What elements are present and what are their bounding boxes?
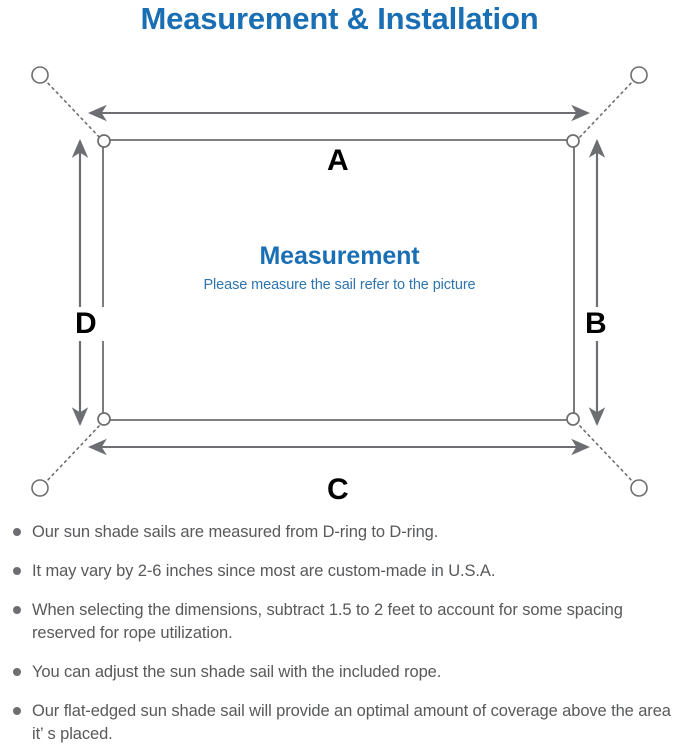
anchor-ring-bottom-left [31,479,49,497]
sail-measurement-diagram: Measurement Please measure the sail refe… [0,46,679,516]
diagram-svg [31,66,648,497]
bullet-icon [13,567,21,575]
page-title: Measurement & Installation [140,1,539,36]
dimension-arrows [71,104,606,456]
dimension-label-c: C [318,473,358,507]
list-item: You can adjust the sun shade sail with t… [0,661,679,684]
notes-list: Our sun shade sails are measured from D-… [0,521,679,746]
rope-lines [43,78,636,485]
d-ring-bottom-left [97,412,111,426]
bullet-icon [13,668,21,676]
bullet-icon [13,707,21,715]
list-item-text: Our flat-edged sun shade sail will provi… [32,702,671,743]
sail-rectangle [102,139,575,421]
bullet-icon [13,528,21,536]
list-item: Our sun shade sails are measured from D-… [0,521,679,544]
list-item: When selecting the dimensions, subtract … [0,599,679,645]
list-item-text: When selecting the dimensions, subtract … [32,601,623,642]
bullet-icon [13,606,21,614]
anchor-ring-top-right [630,66,648,84]
list-item-text: It may vary by 2-6 inches since most are… [32,562,496,580]
anchor-ring-top-left [31,66,49,84]
rope-line-top-right [577,78,636,140]
anchor-rings [31,66,648,497]
list-item: It may vary by 2-6 inches since most are… [0,560,679,583]
d-ring-top-left [97,134,111,148]
list-item: Our flat-edged sun shade sail will provi… [0,700,679,746]
list-item-text: Our sun shade sails are measured from D-… [32,523,439,541]
d-rings [97,134,580,426]
d-ring-top-right [566,134,580,148]
dimension-label-a: A [318,144,358,178]
rope-line-top-left [43,78,102,140]
d-ring-bottom-right [566,412,580,426]
dimension-label-d: D [66,307,106,341]
dimension-label-b: B [576,307,616,341]
rope-line-bottom-right [577,423,636,485]
anchor-ring-bottom-right [630,479,648,497]
list-item-text: You can adjust the sun shade sail with t… [32,663,442,681]
rope-line-bottom-left [43,423,102,485]
